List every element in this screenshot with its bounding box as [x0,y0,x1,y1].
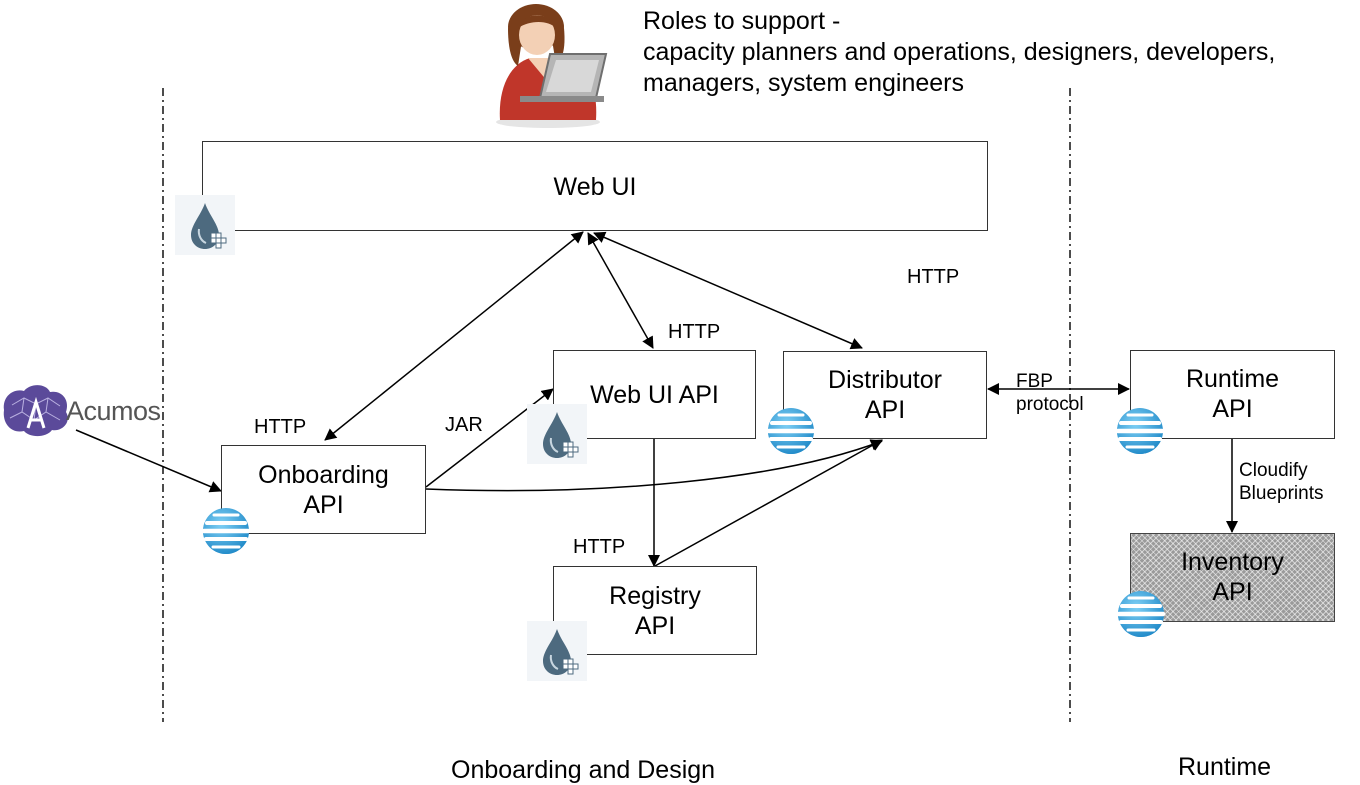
drop-icon-webuiapi-overlay [526,403,588,465]
edge-webui-distributor [593,231,863,350]
globe-icon-runtime-overlay [1117,408,1163,454]
runtime-api-box[interactable]: Runtime API [1130,350,1335,439]
inventory-api-label: Inventory API [1181,548,1284,606]
onboarding-api-box[interactable]: Onboarding API [221,445,426,534]
acumos-brain-icon [3,385,68,437]
edge-acumos-onboarding [75,429,222,493]
distributor-api-label: Distributor API [828,366,942,424]
edge-webui-onboarding [324,231,584,441]
edge-registry-distributor [654,439,883,567]
globe-icon-distributor-overlay [768,408,814,454]
roles-line-2: capacity planners and operations, design… [643,38,1276,66]
distributor-api-box[interactable]: Distributor API [783,351,987,439]
web-ui-label: Web UI [553,173,637,201]
runtime-api-label: Runtime API [1185,365,1280,423]
label-cloudify-line2: Blueprints [1239,483,1324,504]
globe-icon-inventory-overlay [1118,591,1164,637]
section-runtime: Runtime [1178,753,1272,781]
onboarding-api-label: Onboarding API [258,460,389,519]
section-onboarding-design: Onboarding and Design [451,756,716,784]
roles-line-3: managers, system engineers [643,69,964,97]
label-fbp-line1: FBP [1016,371,1053,392]
globe-icon-onboarding-overlay [203,508,249,554]
roles-description: Roles to support - capacity planners and… [643,6,1275,99]
acumos-logo-text: Acumos [66,396,161,426]
registry-api-label: Registry API [609,581,701,640]
web-ui-box[interactable]: Web UI [202,141,988,231]
label-cloudify-blueprints: Cloudify Blueprints [1239,459,1324,505]
roles-line-1: Roles to support - [643,7,841,35]
user-with-laptop-icon [496,4,608,128]
label-http-onboarding: HTTP [254,416,307,438]
edge-onboarding-distributor [425,439,883,492]
label-http-top-right: HTTP [907,266,960,288]
drop-icon-registry-overlay [526,620,588,682]
label-http-web-ui-api: HTTP [668,321,721,343]
inventory-api-box[interactable]: Inventory API [1130,533,1335,622]
drop-icon-webui-overlay [174,194,236,256]
label-fbp-protocol: FBP protocol [1016,370,1084,416]
label-cloudify-line1: Cloudify [1239,460,1308,481]
label-http-registry: HTTP [573,536,626,558]
label-jar: JAR [445,414,483,436]
web-ui-api-label: Web UI API [590,380,719,409]
label-fbp-line2: protocol [1016,394,1084,415]
